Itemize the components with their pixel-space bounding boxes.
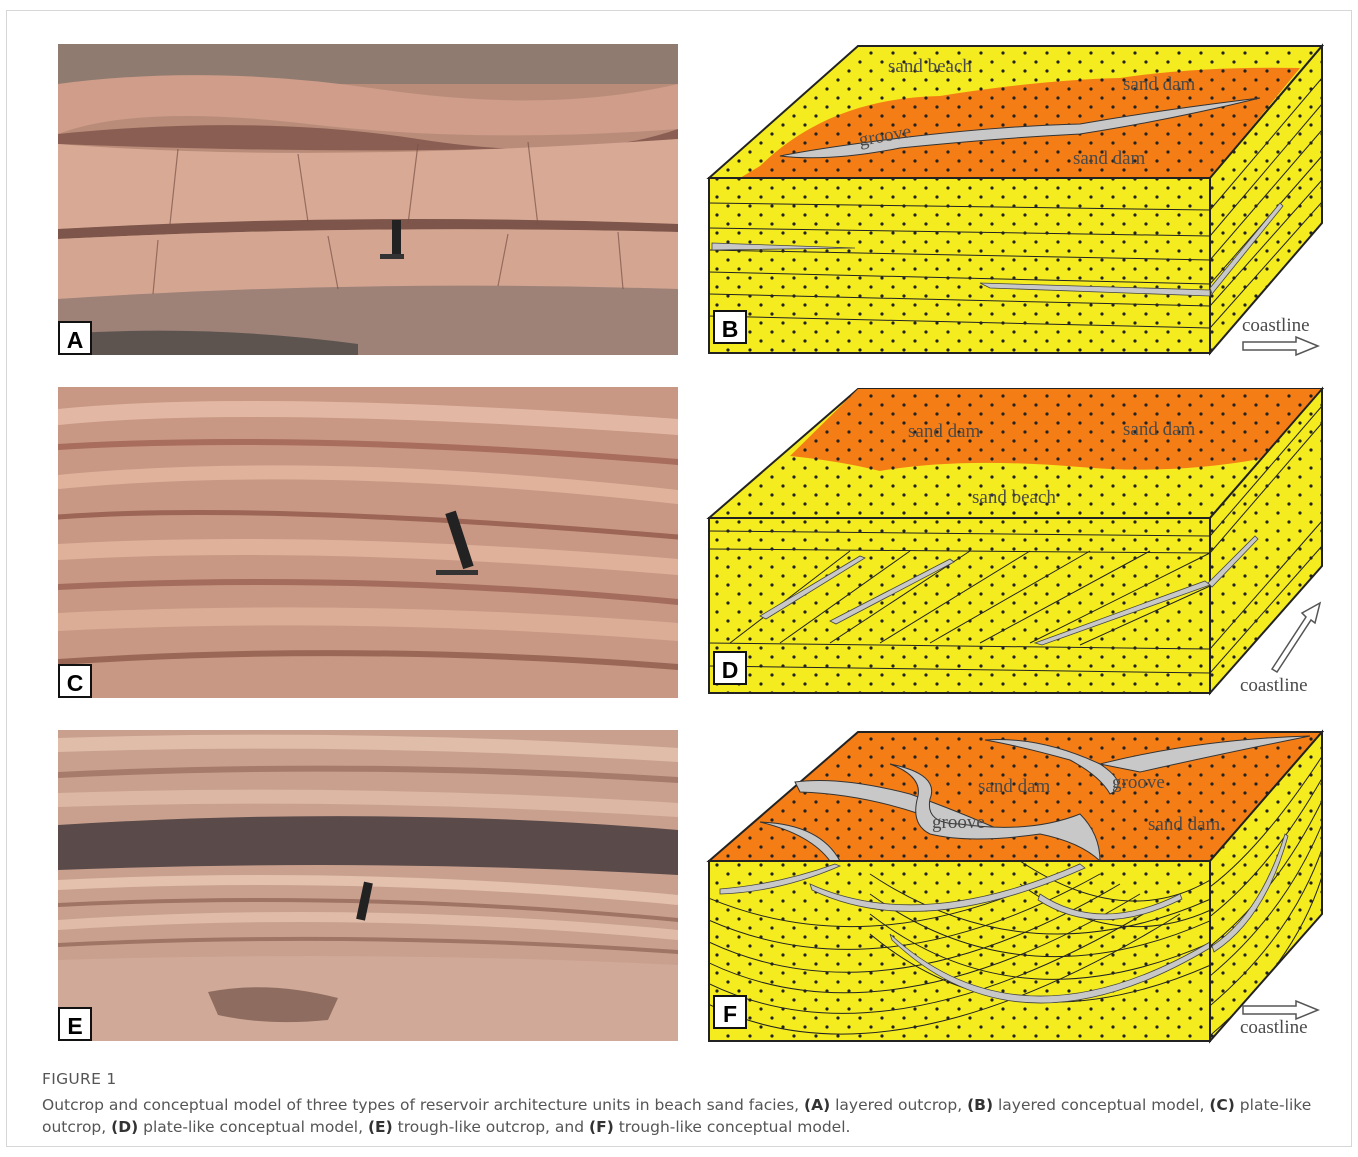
caption-segment: layered conceptual model, — [993, 1096, 1209, 1114]
model-label: sand beach — [888, 56, 972, 77]
caption-text: Outcrop and conceptual model of three ty… — [42, 1096, 1311, 1136]
model-label: groove — [1112, 772, 1165, 793]
caption-segment: trough-like conceptual model. — [614, 1118, 851, 1136]
model-label: sand dam — [978, 776, 1051, 797]
panel-label-a: A — [58, 321, 92, 355]
model-panel-b: sand beach sand dam groove sand dam coas… — [700, 38, 1340, 363]
caption-panel-ref: (C) — [1209, 1096, 1235, 1114]
model-label: sand beach — [972, 487, 1056, 508]
caption-panel-ref: (E) — [368, 1118, 393, 1136]
model-panel-d: sand dam sand dam sand beach coastline D — [700, 381, 1340, 706]
panel-label-e: E — [58, 1007, 92, 1041]
model-panel-f: sand dam groove groove sand dam coastlin… — [700, 724, 1340, 1049]
outcrop-photo-e — [58, 730, 678, 1041]
caption-segment: layered outcrop, — [830, 1096, 967, 1114]
model-label: sand dam — [1148, 814, 1221, 835]
model-label: sand dam — [1123, 419, 1196, 440]
model-label: groove — [932, 812, 985, 833]
block-diagram-f: sand dam groove groove sand dam coastlin… — [700, 724, 1340, 1049]
outcrop-photo-c — [58, 387, 678, 698]
coastline-arrow — [1243, 337, 1318, 355]
photo-panel-a: A — [58, 44, 678, 355]
coastline-label: coastline — [1240, 675, 1308, 696]
caption-segment: Outcrop and conceptual model of three ty… — [42, 1096, 804, 1114]
photo-panel-c: C — [58, 387, 678, 698]
coastline-label: coastline — [1240, 1017, 1308, 1038]
photo-panel-e: E — [58, 730, 678, 1041]
panel-label-d: D — [713, 651, 747, 685]
panel-label-f: F — [713, 995, 747, 1029]
caption-panel-ref: (B) — [967, 1096, 993, 1114]
outcrop-photo-a — [58, 44, 678, 355]
figure-title: FIGURE 1 — [42, 1068, 1332, 1090]
coastline-label: coastline — [1242, 315, 1310, 336]
panel-label-c: C — [58, 664, 92, 698]
caption-segment: plate-like conceptual model, — [138, 1118, 368, 1136]
block-diagram-b: sand beach sand dam groove sand dam coas… — [700, 38, 1340, 363]
panel-label-b: B — [713, 310, 747, 344]
model-label: sand dam — [1123, 74, 1196, 95]
figure-caption: FIGURE 1 Outcrop and conceptual model of… — [42, 1068, 1332, 1138]
caption-panel-ref: (F) — [589, 1118, 614, 1136]
caption-panel-ref: (D) — [111, 1118, 138, 1136]
model-label: sand dam — [908, 421, 981, 442]
model-label: sand dam — [1073, 148, 1146, 169]
caption-panel-ref: (A) — [804, 1096, 830, 1114]
caption-segment: trough-like outcrop, and — [393, 1118, 589, 1136]
block-diagram-d: sand dam sand dam sand beach coastline — [700, 381, 1340, 706]
